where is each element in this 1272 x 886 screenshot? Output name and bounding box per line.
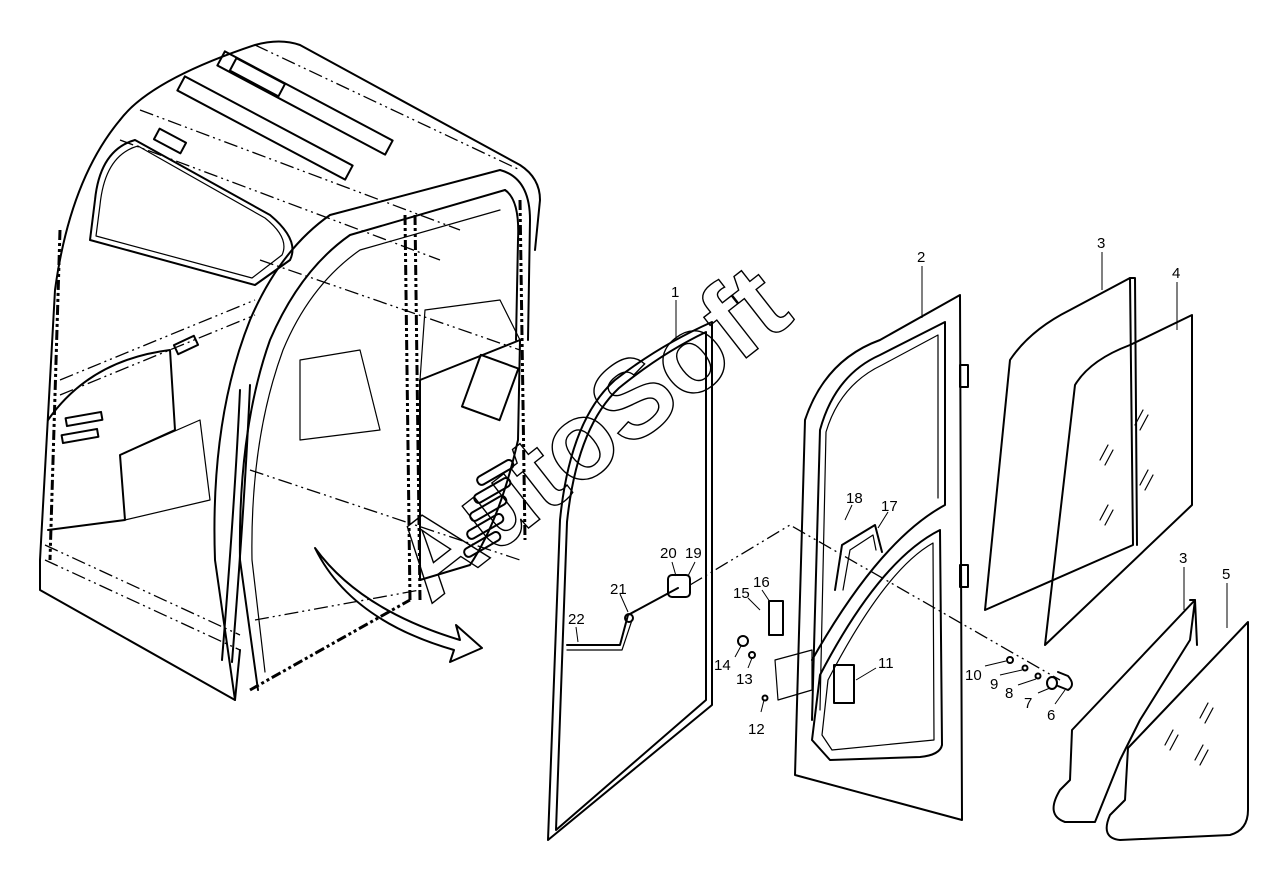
lever-rod-group <box>566 574 691 651</box>
callout-label: 13 <box>736 671 753 688</box>
callout-label: 9 <box>990 676 998 693</box>
watermark: AutoSoft <box>369 241 811 624</box>
lower-door-glass <box>1105 621 1249 841</box>
upper-door-glass <box>1044 314 1193 646</box>
callout-label: 6 <box>1047 707 1055 724</box>
callouts: 1 2 3 4 3 5 6 7 8 9 10 11 12 13 14 15 16 <box>568 235 1230 738</box>
callout-label: 3 <box>1097 235 1105 252</box>
callout-label: 8 <box>1005 685 1013 702</box>
console-vents <box>463 459 515 558</box>
callout-label: 18 <box>846 490 863 507</box>
callout-label: 15 <box>733 585 750 602</box>
callout-label: 11 <box>878 655 894 672</box>
callout-label: 22 <box>568 611 585 628</box>
lower-glass-seal <box>1052 599 1198 823</box>
latch-axis <box>689 524 1061 681</box>
callout-label: 12 <box>748 721 765 738</box>
callout-label: 14 <box>714 657 731 674</box>
callout-label: 1 <box>671 284 679 301</box>
door-frame <box>737 294 969 821</box>
callout-label: 2 <box>917 249 925 266</box>
callout-label: 20 <box>660 545 677 562</box>
callout-label: 16 <box>753 574 770 591</box>
upper-glass-seal <box>984 277 1138 611</box>
callout-label: 3 <box>1179 550 1187 567</box>
cab-frame <box>39 40 541 701</box>
callout-label: 4 <box>1172 265 1180 282</box>
callout-label: 21 <box>610 581 627 598</box>
callout-label: 17 <box>881 498 898 515</box>
callout-label: 19 <box>685 545 702 562</box>
door-seal-frame <box>547 321 713 841</box>
callout-label: 10 <box>965 667 982 684</box>
callout-label: 7 <box>1024 695 1032 712</box>
callout-label: 5 <box>1222 566 1230 583</box>
latch-parts <box>1006 656 1073 691</box>
